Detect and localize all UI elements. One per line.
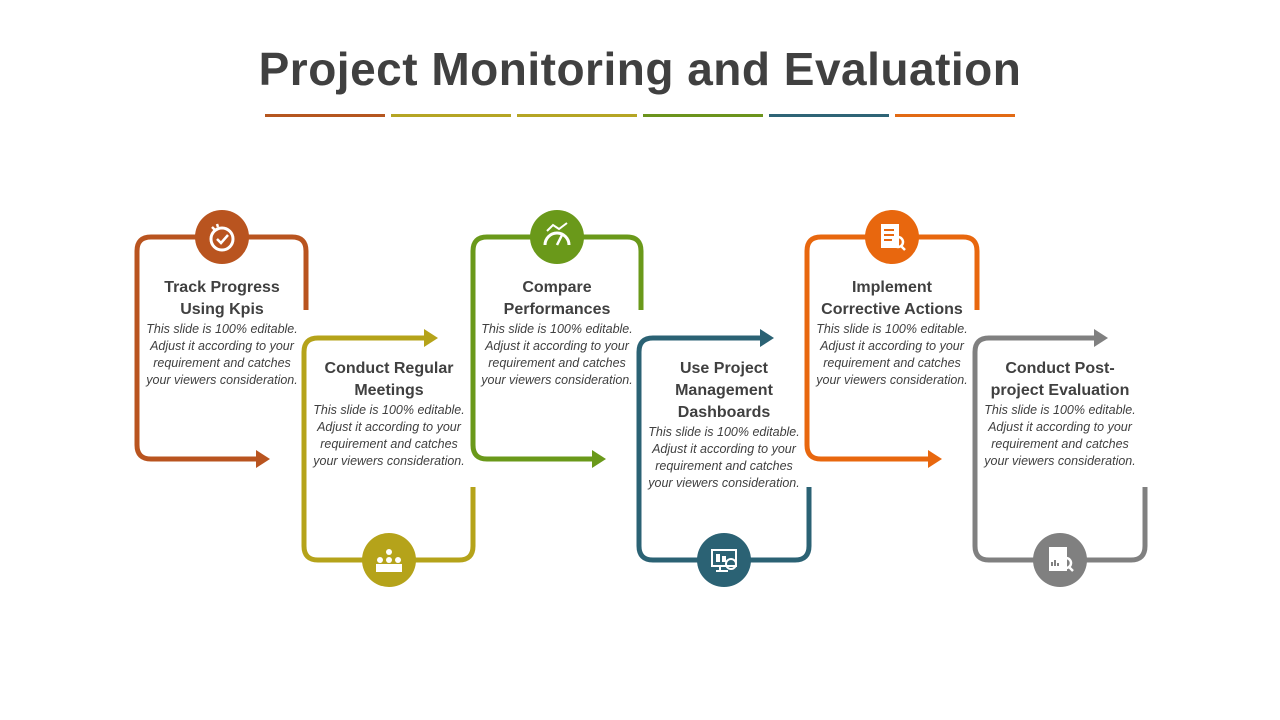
performance-gauge-icon	[530, 210, 584, 264]
step-description: This slide is 100% editable. Adjust it a…	[481, 322, 633, 387]
arrow-head-icon	[592, 450, 606, 468]
step-description: This slide is 100% editable. Adjust it a…	[984, 403, 1136, 468]
title-underline	[265, 114, 1015, 117]
arrow-head-icon	[256, 450, 270, 468]
underline-segment	[391, 114, 511, 117]
step-connector-path	[470, 234, 644, 462]
underline-segment	[895, 114, 1015, 117]
step-connector-path	[636, 335, 812, 563]
report-gears-icon	[1033, 533, 1087, 587]
page-title: Project Monitoring and Evaluation	[258, 43, 1022, 95]
step-description: This slide is 100% editable. Adjust it a…	[648, 425, 800, 490]
dashboard-monitor-icon	[697, 533, 751, 587]
step-2	[301, 329, 476, 587]
arrow-head-icon	[760, 329, 774, 347]
step-title: Use Project Management Dashboards	[675, 360, 773, 421]
arrow-head-icon	[1094, 329, 1108, 347]
stopwatch-check-icon	[195, 210, 249, 264]
underline-segment	[517, 114, 637, 117]
step-description: This slide is 100% editable. Adjust it a…	[816, 322, 968, 387]
step-title: Conduct Post-project Evaluation	[990, 360, 1130, 399]
step-title: Track Progress Using Kpis	[164, 279, 280, 318]
arrow-head-icon	[424, 329, 438, 347]
icon-badge	[530, 210, 584, 264]
step-1	[134, 210, 309, 468]
step-4	[636, 329, 812, 587]
step-title: Compare Performances	[503, 279, 611, 318]
step-5	[804, 210, 980, 468]
underline-segment	[769, 114, 889, 117]
step-title: Conduct Regular Meetings	[324, 360, 454, 399]
step-title: Implement Corrective Actions	[821, 279, 963, 318]
step-connector-path	[972, 335, 1148, 563]
step-connector-path	[134, 234, 309, 462]
arrow-head-icon	[928, 450, 942, 468]
step-connector-path	[804, 234, 980, 462]
checklist-search-icon	[865, 210, 919, 264]
step-connector-path	[301, 335, 476, 563]
step-description: This slide is 100% editable. Adjust it a…	[313, 403, 465, 468]
team-meeting-icon	[362, 533, 416, 587]
icon-badge	[195, 210, 249, 264]
underline-segment	[643, 114, 763, 117]
step-3	[470, 210, 644, 468]
step-description: This slide is 100% editable. Adjust it a…	[146, 322, 298, 387]
step-6	[972, 329, 1148, 587]
underline-segment	[265, 114, 385, 117]
